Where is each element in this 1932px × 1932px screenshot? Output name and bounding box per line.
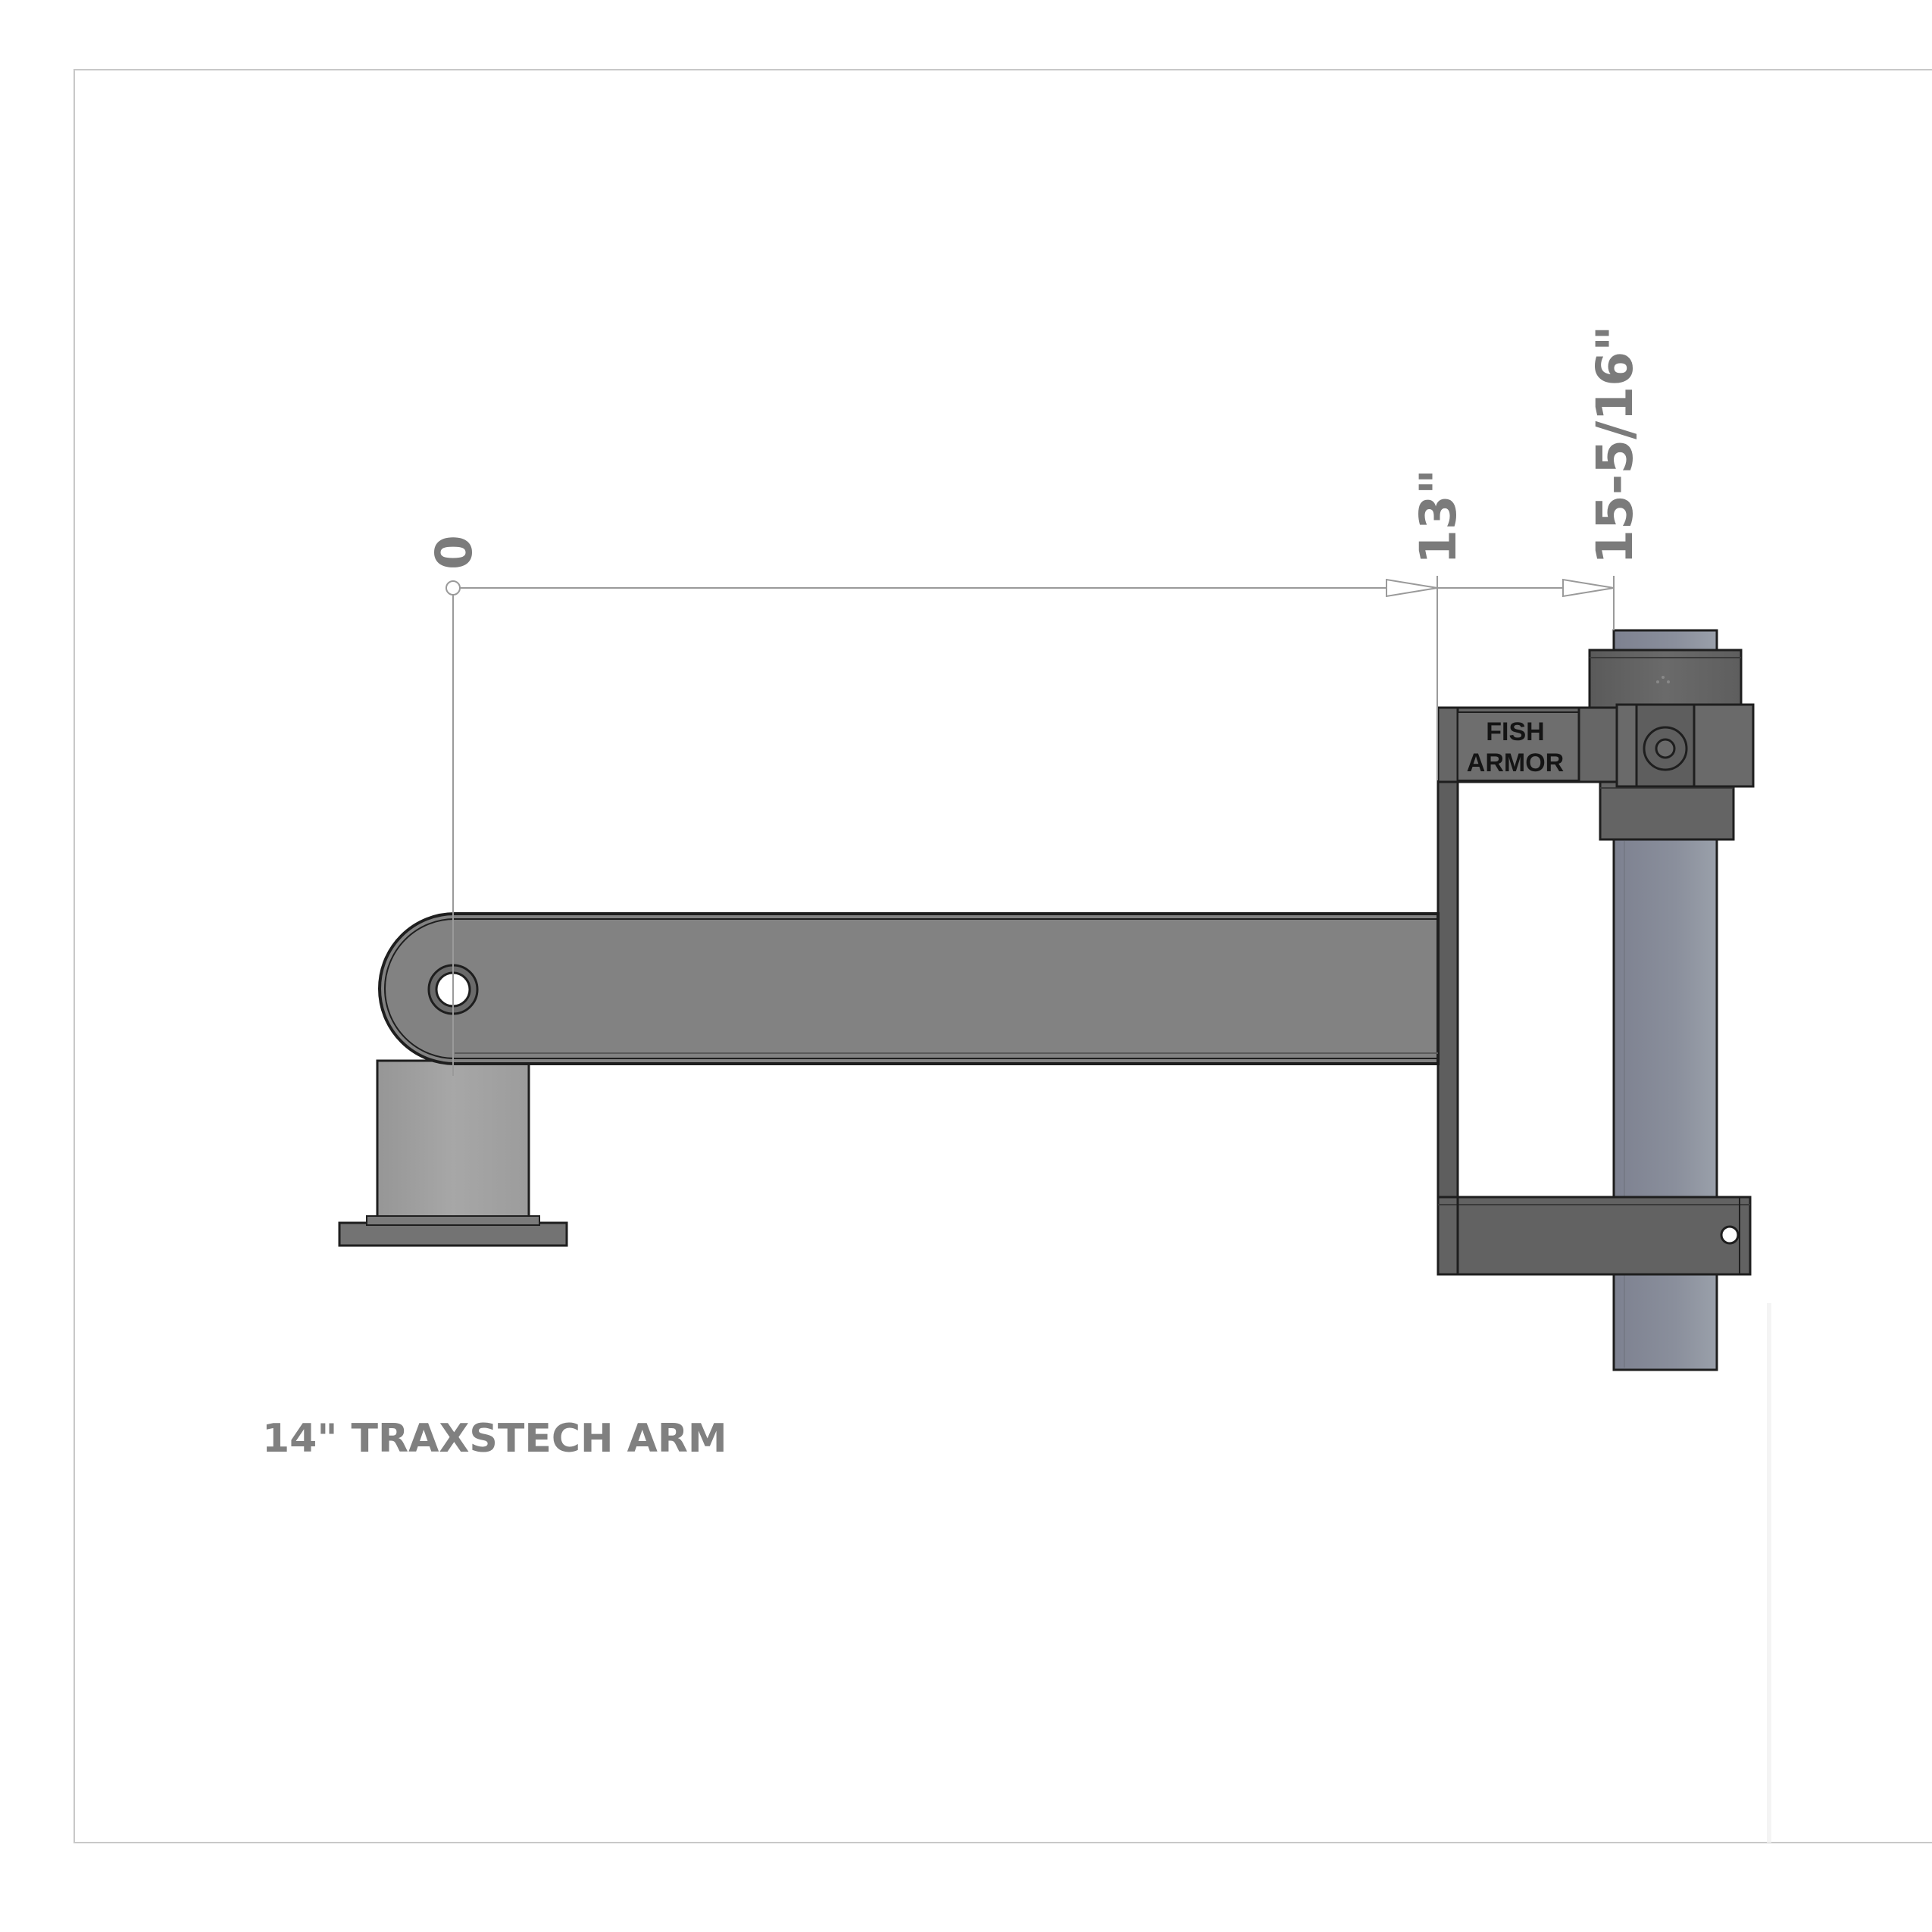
pole-top-cap <box>1588 649 1743 709</box>
brand-line2: ARMOR <box>1467 749 1564 777</box>
drawing-title: 14" TRAXSTECH ARM <box>262 1416 727 1462</box>
origin-marker-icon <box>445 580 461 596</box>
arrowhead-13-icon <box>1386 578 1438 598</box>
dimension-label-15-5-16: 15-5/16" <box>1586 326 1644 565</box>
main-arm <box>378 912 1440 1065</box>
base-mount <box>338 1059 568 1247</box>
dimension-label-13: 13" <box>1409 469 1468 564</box>
arrowhead-15-5-16-icon <box>1562 578 1615 598</box>
lower-bracket-hole-icon <box>1720 1225 1740 1245</box>
upper-clamp-bracket: FISH ARMOR <box>1436 703 1755 788</box>
vertical-side-plate <box>1436 780 1459 1200</box>
lower-clamp-bracket <box>1436 1196 1752 1276</box>
brand-line1: FISH <box>1486 717 1544 746</box>
dimension-lines <box>445 576 1615 1076</box>
drawing-frame <box>73 69 1932 1843</box>
lower-pole-collar <box>1599 779 1735 841</box>
dimension-label-origin: 0 <box>425 535 483 570</box>
